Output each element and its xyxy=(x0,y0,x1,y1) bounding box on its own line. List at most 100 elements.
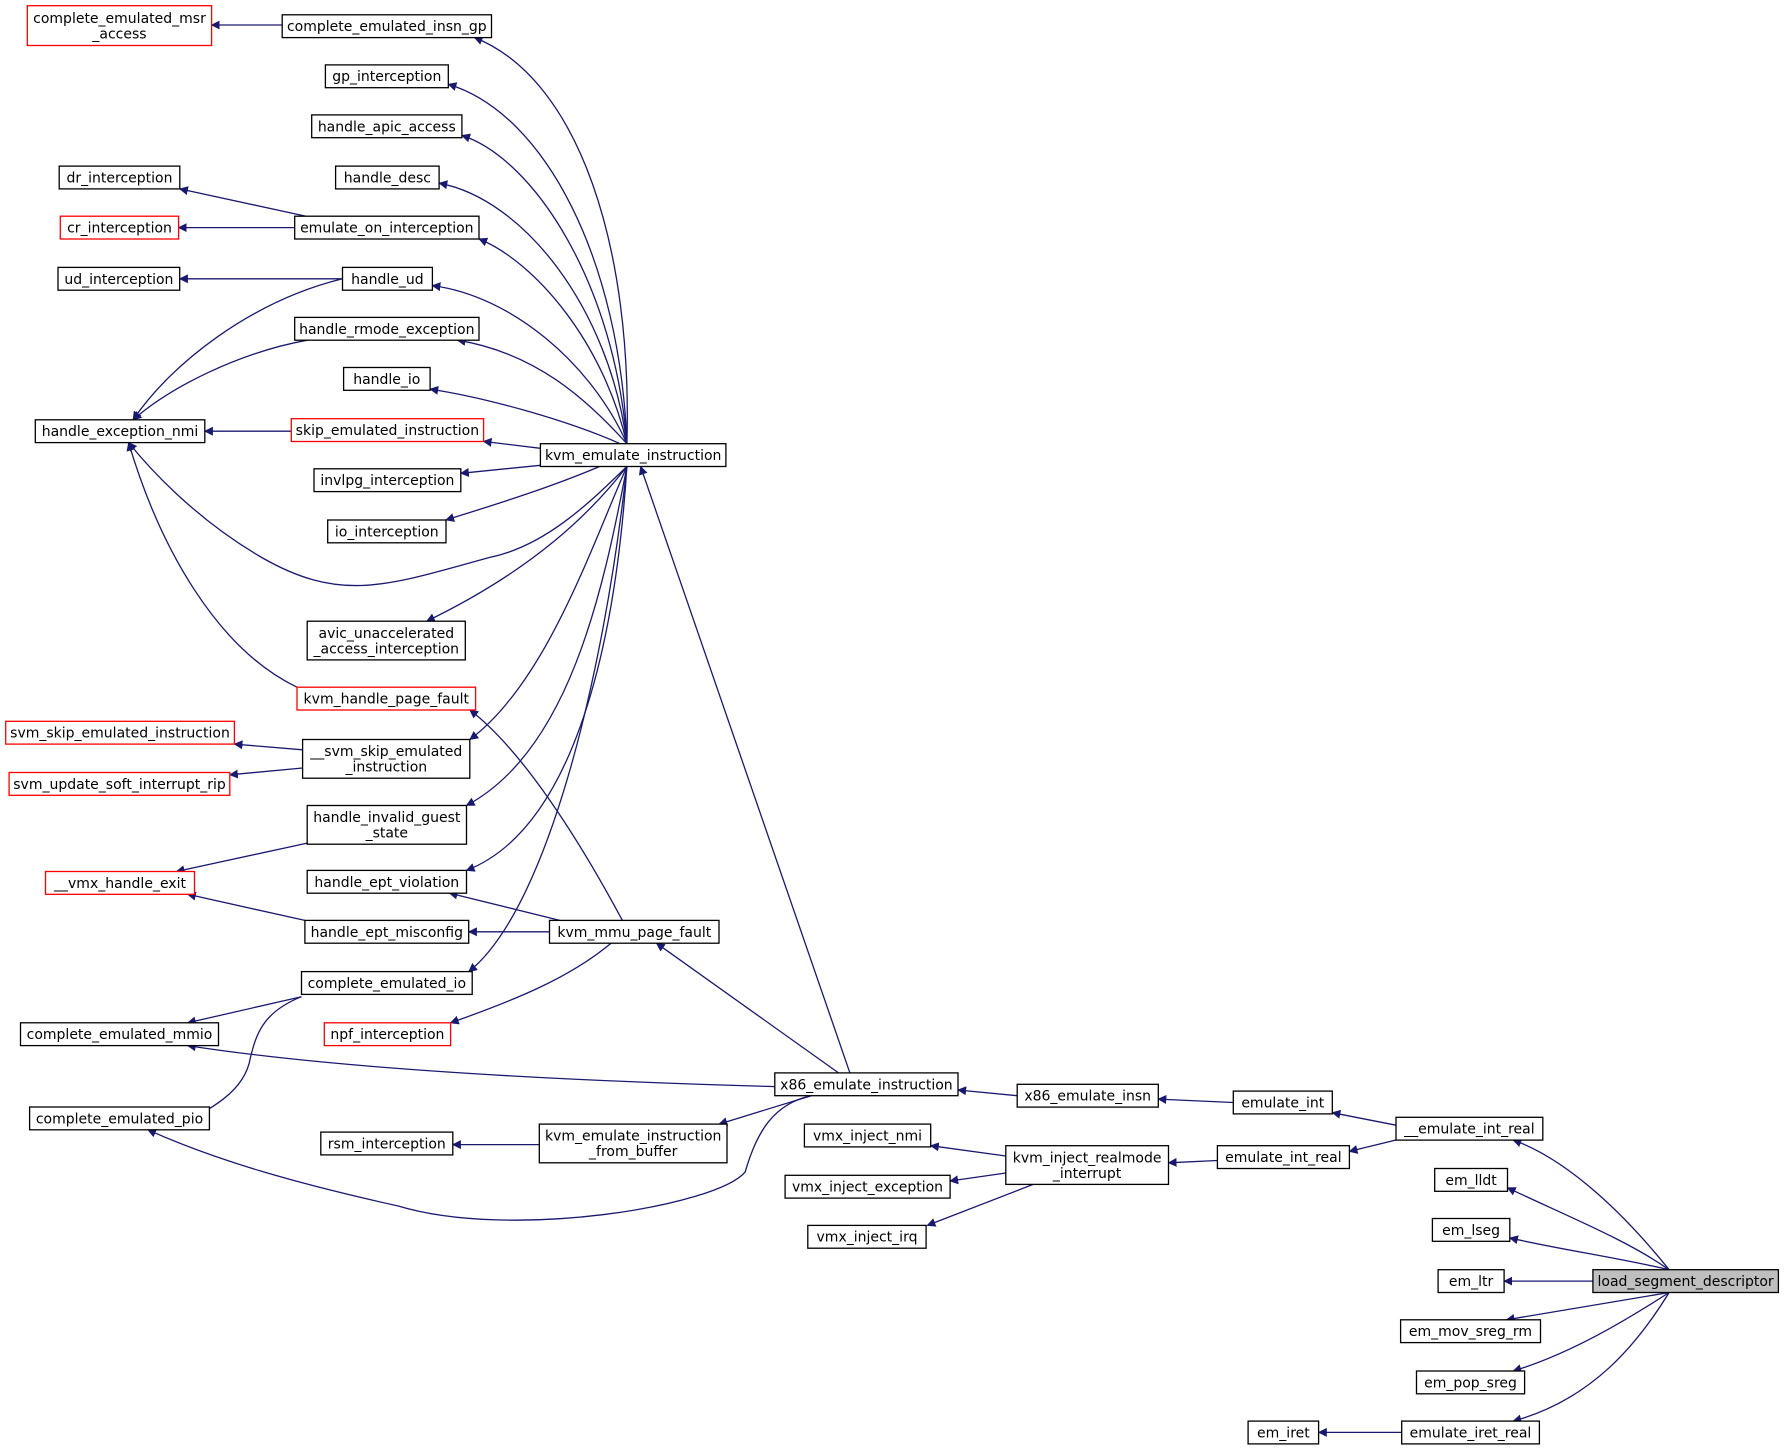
node-handle-ud[interactable]: handle_ud xyxy=(341,266,434,291)
node-em-lseg[interactable]: em_lseg xyxy=(1431,1217,1511,1242)
node-handle-exception-nmi[interactable]: handle_exception_nmi xyxy=(34,419,206,444)
node-label: complete_emulated_mmio xyxy=(27,1027,213,1043)
node-box xyxy=(539,443,727,468)
edge-kvm_emulate_instruction-to-handle_ept_violation xyxy=(465,466,628,872)
node-svm-skip-emulated-instruction[interactable]: __svm_skip_emulated_instruction xyxy=(301,738,471,779)
node-em-iret[interactable]: em_iret xyxy=(1247,1420,1320,1445)
node-svm-skip-emulated-instruction[interactable]: svm_skip_emulated_instruction xyxy=(5,720,236,745)
edge-kvm_emulate_instruction-to-emulate_on_interception xyxy=(478,237,628,444)
edge-kvm_emulate_instruction-to-gp_interception xyxy=(447,82,628,444)
node-label: x86_emulate_insn xyxy=(1024,1089,1151,1105)
node-label: _state xyxy=(365,826,408,842)
node-complete-emulated-insn-gp[interactable]: complete_emulated_insn_gp xyxy=(281,14,493,39)
node-label: emulate_int xyxy=(1241,1096,1324,1112)
edge-kvm_emulate_instruction-to-skip_emulated_instruction xyxy=(482,437,541,449)
edge-kvm_emulate_instruction-to-complete_emulated_io xyxy=(468,466,628,973)
node-handle-io[interactable]: handle_io xyxy=(342,366,431,391)
node-em-mov-sreg-rm[interactable]: em_mov_sreg_rm xyxy=(1399,1319,1542,1344)
edge-handle_rmode_exception-to-handle_exception_nmi xyxy=(132,339,308,421)
node-svm-update-soft-interrupt-rip[interactable]: svm_update_soft_interrupt_rip xyxy=(8,771,231,796)
node-complete-emulated-io[interactable]: complete_emulated_io xyxy=(300,970,473,996)
node-ud-interception[interactable]: ud_interception xyxy=(57,266,181,291)
node-invlpg-interception[interactable]: invlpg_interception xyxy=(313,468,462,493)
node-label: vmx_inject_nmi xyxy=(813,1129,922,1145)
node-label: em_ltr xyxy=(1449,1274,1494,1290)
edge-kvm_inject_realmode_interrupt-to-vmx_inject_nmi xyxy=(929,1142,1006,1157)
node-label: _interrupt xyxy=(1052,1166,1122,1182)
edge-__svm_skip_emulated_instruction-to-svm_skip_emulated_instruction xyxy=(233,740,303,751)
node-box xyxy=(538,1123,728,1164)
node-handle-ept-violation[interactable]: handle_ept_violation xyxy=(306,869,468,894)
node-label: svm_update_soft_interrupt_rip xyxy=(13,777,226,793)
node-box xyxy=(774,1072,959,1097)
node-em-pop-sreg[interactable]: em_pop_sreg xyxy=(1415,1370,1526,1395)
node-emulate-iret-real[interactable]: emulate_iret_real xyxy=(1401,1420,1541,1445)
node-load-segment-descriptor[interactable]: load_segment_descriptor xyxy=(1592,1269,1780,1294)
node-dr-interception[interactable]: dr_interception xyxy=(58,165,181,190)
node-kvm-emulate-instruction[interactable]: kvm_emulate_instruction xyxy=(539,443,727,468)
node-handle-desc[interactable]: handle_desc xyxy=(334,165,440,190)
edge-kvm_emulate_instruction-to-complete_emulated_insn_gp xyxy=(473,36,628,444)
node-skip-emulated-instruction[interactable]: skip_emulated_instruction xyxy=(290,418,485,443)
node-box xyxy=(334,165,440,190)
node-label: complete_emulated_pio xyxy=(36,1111,203,1127)
node-box xyxy=(57,266,181,291)
node-box xyxy=(327,519,447,544)
node-vmx-inject-exception[interactable]: vmx_inject_exception xyxy=(784,1174,951,1199)
node-vmx-handle-exit[interactable]: __vmx_handle_exit xyxy=(44,870,196,895)
node-em-ltr[interactable]: em_ltr xyxy=(1437,1269,1505,1294)
node-complete-emulated-mmio[interactable]: complete_emulated_mmio xyxy=(19,1022,220,1047)
node-npf-interception[interactable]: npf_interception xyxy=(323,1022,452,1047)
node-em-lldt[interactable]: em_lldt xyxy=(1434,1167,1509,1192)
node-box xyxy=(26,5,213,47)
node-kvm-emulate-instruction-from-buffer[interactable]: kvm_emulate_instruction_from_buffer xyxy=(538,1123,728,1164)
node-x86-emulate-insn[interactable]: x86_emulate_insn xyxy=(1016,1083,1159,1108)
edge-x86_emulate_instruction-to-complete_emulated_pio xyxy=(147,1095,812,1221)
node-label: __svm_skip_emulated xyxy=(309,744,462,760)
node-box xyxy=(1401,1420,1541,1445)
node-kvm-handle-page-fault[interactable]: kvm_handle_page_fault xyxy=(296,686,477,711)
edge-__emulate_int_real-to-emulate_int xyxy=(1331,1109,1397,1126)
node-cr-interception[interactable]: cr_interception xyxy=(59,215,180,240)
node-label: handle_io xyxy=(353,372,420,388)
node-handle-apic-access[interactable]: handle_apic_access xyxy=(311,114,463,139)
node-x86-emulate-instruction[interactable]: x86_emulate_instruction xyxy=(774,1072,959,1097)
node-label: handle_invalid_guest xyxy=(313,810,461,826)
edge-kvm_inject_realmode_interrupt-to-vmx_inject_exception xyxy=(949,1172,1006,1185)
node-box xyxy=(1399,1319,1542,1344)
node-rsm-interception[interactable]: rsm_interception xyxy=(320,1131,454,1156)
node-io-interception[interactable]: io_interception xyxy=(327,519,447,544)
node-box xyxy=(306,869,468,894)
node-emulate-on-interception[interactable]: emulate_on_interception xyxy=(294,215,480,240)
node-label: invlpg_interception xyxy=(320,473,454,489)
node-emulate-int-real[interactable]: emulate_int_real xyxy=(1216,1145,1351,1170)
node-label: handle_exception_nmi xyxy=(42,424,199,440)
node-box xyxy=(807,1224,927,1249)
node-label: x86_emulate_instruction xyxy=(780,1077,952,1093)
node-avic-unaccelerated-access-interception[interactable]: avic_unaccelerated_access_interception xyxy=(306,620,466,661)
node-vmx-inject-irq[interactable]: vmx_inject_irq xyxy=(807,1224,927,1249)
node-label: vmx_inject_irq xyxy=(817,1230,918,1246)
node-handle-invalid-guest-state[interactable]: handle_invalid_guest_state xyxy=(306,804,468,845)
node-gp-interception[interactable]: gp_interception xyxy=(324,64,449,89)
node-handle-rmode-exception[interactable]: handle_rmode_exception xyxy=(294,316,480,341)
node-box xyxy=(28,1106,211,1131)
node-box xyxy=(301,738,471,779)
node-label: kvm_inject_realmode xyxy=(1013,1150,1162,1166)
node-label: cr_interception xyxy=(67,221,172,237)
node-label: handle_desc xyxy=(344,171,431,187)
node-complete-emulated-msr-access[interactable]: complete_emulated_msr_access xyxy=(26,5,213,47)
node-emulate-int-real[interactable]: __emulate_int_real xyxy=(1395,1116,1544,1141)
node-vmx-inject-nmi[interactable]: vmx_inject_nmi xyxy=(803,1123,932,1148)
node-box xyxy=(1232,1090,1333,1115)
node-label: __emulate_int_real xyxy=(1403,1122,1534,1138)
edge-x86_emulate_instruction-to-kvm_mmu_page_fault xyxy=(655,942,839,1074)
node-emulate-int[interactable]: emulate_int xyxy=(1232,1090,1333,1115)
node-complete-emulated-pio[interactable]: complete_emulated_pio xyxy=(28,1106,211,1131)
node-handle-ept-misconfig[interactable]: handle_ept_misconfig xyxy=(304,919,470,944)
node-kvm-mmu-page-fault[interactable]: kvm_mmu_page_fault xyxy=(548,919,720,944)
node-kvm-inject-realmode-interrupt[interactable]: kvm_inject_realmode_interrupt xyxy=(1005,1145,1170,1186)
node-box xyxy=(8,771,231,796)
node-label: em_lseg xyxy=(1442,1223,1500,1239)
